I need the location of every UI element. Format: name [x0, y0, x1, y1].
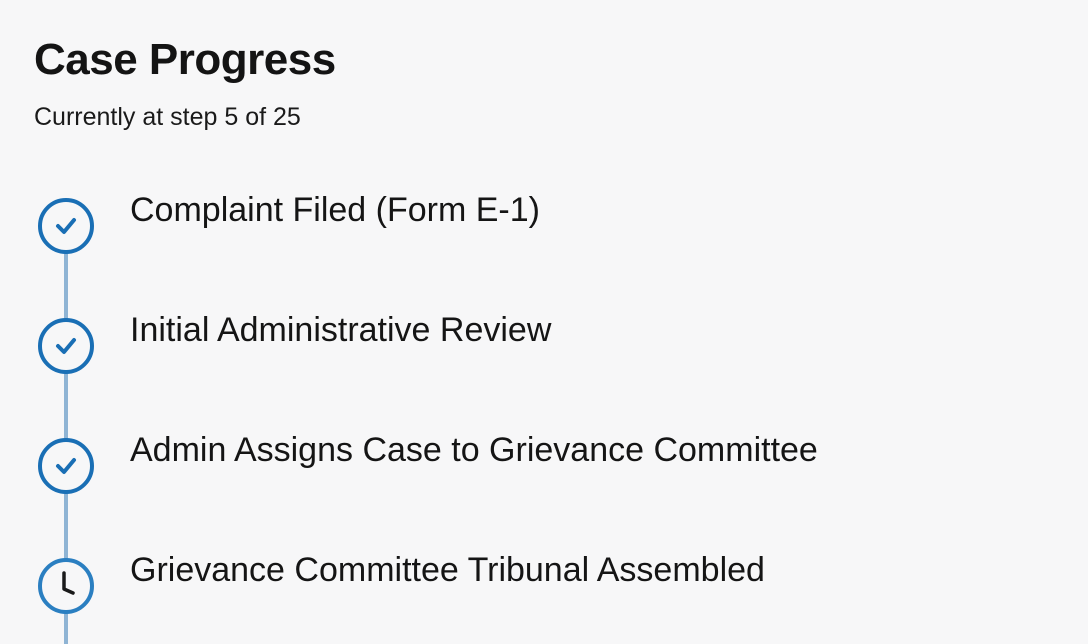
- step-label: Initial Administrative Review: [130, 311, 552, 349]
- step-label: Grievance Committee Tribunal Assembled: [130, 551, 765, 589]
- check-circle-icon: [36, 196, 96, 256]
- step-label: Admin Assigns Case to Grievance Committe…: [130, 431, 818, 469]
- timeline-step-case-assigned: Admin Assigns Case to Grievance Committe…: [0, 431, 1088, 516]
- timeline-rail: [64, 224, 68, 644]
- page-title: Case Progress: [34, 35, 336, 84]
- timeline-step-tribunal-assembled: Grievance Committee Tribunal Assembled: [0, 551, 1088, 636]
- check-circle-icon: [36, 436, 96, 496]
- clock-icon: [36, 556, 96, 616]
- timeline-step-complaint-filed: Complaint Filed (Form E-1): [0, 191, 1088, 276]
- check-circle-icon: [36, 316, 96, 376]
- timeline-step-initial-review: Initial Administrative Review: [0, 311, 1088, 396]
- progress-subtitle: Currently at step 5 of 25: [34, 103, 301, 131]
- step-label: Complaint Filed (Form E-1): [130, 191, 540, 229]
